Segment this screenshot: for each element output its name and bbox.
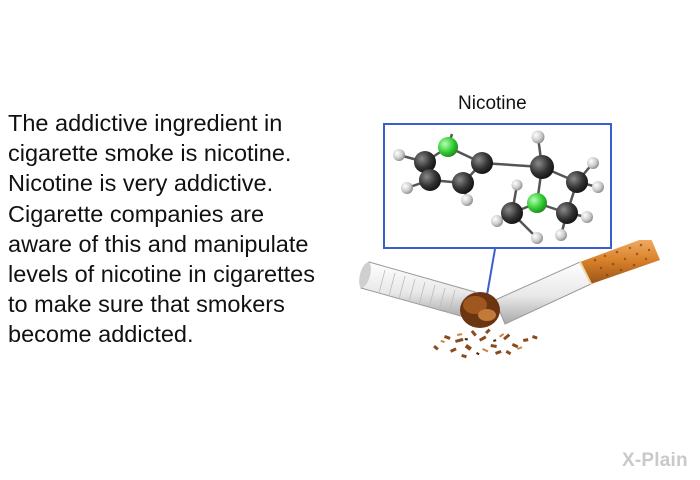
spilled-tobacco — [433, 292, 538, 359]
hydrogen-atom — [393, 149, 405, 161]
carbon-atom — [452, 172, 474, 194]
paragraph-line: become addicted. — [8, 321, 194, 348]
hydrogen-atom — [581, 211, 593, 223]
paragraph-line: to make sure that smokers — [8, 291, 285, 318]
carbon-atom — [414, 151, 436, 173]
molecule-svg — [393, 130, 604, 244]
main-paragraph: The addictive ingredient in cigarette sm… — [8, 108, 368, 350]
hydrogen-atom — [531, 130, 545, 144]
nitrogen-atoms — [438, 137, 547, 213]
hydrogen-atoms — [393, 130, 604, 244]
carbon-atom — [556, 202, 578, 224]
broken-cigarette-illustration — [359, 240, 660, 359]
nitrogen-atom — [438, 137, 458, 157]
paragraph-line: cigarette smoke is nicotine. — [8, 140, 292, 167]
nitrogen-atom — [527, 193, 547, 213]
hydrogen-atom — [461, 194, 473, 206]
paragraph-line: Cigarette companies are — [8, 200, 265, 227]
carbon-atom — [530, 155, 554, 179]
paragraph-line: aware of this and manipulate — [8, 230, 309, 257]
carbon-atom — [471, 152, 493, 174]
hydrogen-atom — [592, 181, 604, 193]
xplain-watermark-logo: X-Plain — [622, 450, 688, 471]
carbon-atoms — [414, 151, 588, 224]
molecule-label: Nicotine — [458, 93, 527, 114]
hydrogen-atom — [531, 232, 543, 244]
hydrogen-atom — [401, 182, 413, 194]
right-cigarette-piece — [494, 240, 660, 325]
carbon-atom — [501, 202, 523, 224]
carbon-atom — [566, 171, 588, 193]
paragraph-line: levels of nicotine in cigarettes — [8, 261, 315, 288]
hydrogen-atom — [587, 157, 599, 169]
hydrogen-atom — [491, 215, 503, 227]
left-cigarette-piece — [359, 261, 476, 319]
hydrogen-atom — [511, 179, 523, 191]
nicotine-molecule-diagram — [383, 123, 612, 249]
hydrogen-atom — [555, 229, 567, 241]
carbon-atom — [419, 169, 441, 191]
paragraph-line: The addictive ingredient in — [8, 110, 283, 136]
paragraph-line: Nicotine is very addictive. — [8, 170, 274, 197]
